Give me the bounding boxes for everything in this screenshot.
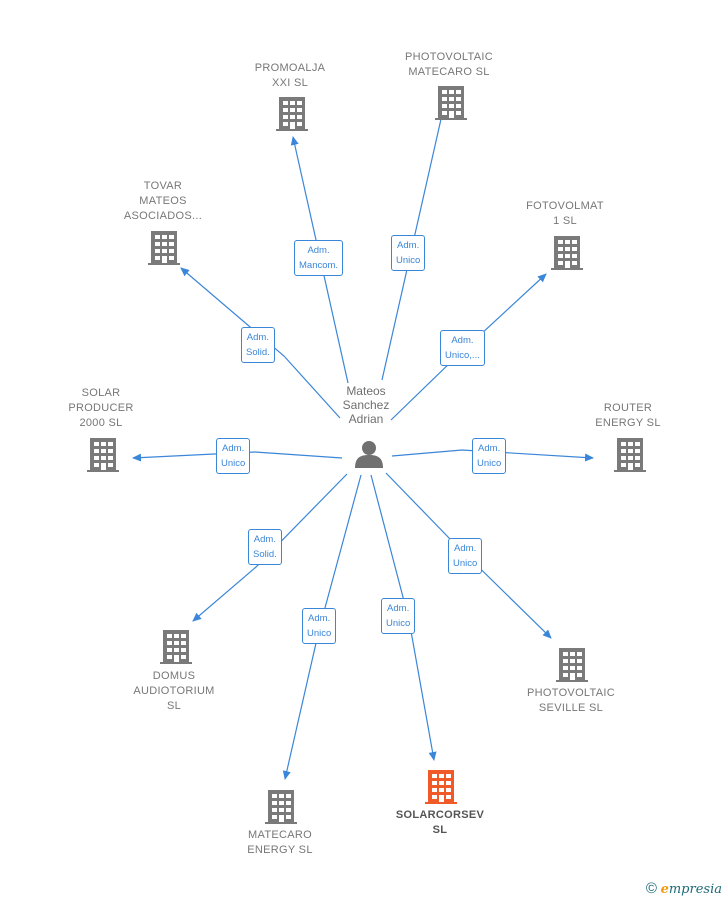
building-icon[interactable]: [276, 97, 308, 131]
company-name-fotovolmat[interactable]: FOTOVOLMAT 1 SL: [526, 200, 604, 227]
edge-domus: [192, 473, 348, 622]
role-badge-matecaro-energy: Adm. Unico: [302, 608, 337, 644]
role-badge-photovoltaic-matecaro: Adm. Unico: [391, 235, 426, 271]
company-name-domus[interactable]: DOMUS AUDIOTORIUM SL: [133, 670, 215, 712]
building-icon[interactable]: [556, 648, 588, 682]
edge-router-energy: [391, 449, 594, 462]
edge-tovar: [180, 267, 341, 419]
company-name-solar-producer[interactable]: SOLAR PRODUCER 2000 SL: [68, 387, 134, 429]
edge-solar-producer: [132, 451, 343, 462]
building-icon[interactable]: [148, 231, 180, 265]
company-name-solarcorsev[interactable]: SOLARCORSEV SL: [395, 809, 485, 836]
role-badge-fotovolmat: Adm. Unico,...: [440, 330, 485, 366]
role-badge-solarcorsev: Adm. Unico: [381, 598, 416, 634]
building-icon[interactable]: [614, 438, 646, 472]
company-name-photovoltaic-matecaro[interactable]: PHOTOVOLTAIC MATECARO SL: [405, 51, 493, 78]
company-name-photovoltaic-seville[interactable]: PHOTOVOLTAIC SEVILLE SL: [527, 687, 615, 714]
brand-text: mpresia: [668, 882, 722, 897]
company-name-matecaro-energy[interactable]: MATECARO ENERGY SL: [247, 829, 313, 856]
building-icon[interactable]: [87, 438, 119, 472]
copyright-icon: ©: [645, 880, 657, 897]
role-badge-photovoltaic-seville: Adm. Unico: [448, 538, 483, 574]
role-badge-solar-producer: Adm. Unico: [216, 438, 251, 474]
role-badge-domus: Adm. Solid.: [248, 529, 282, 565]
person-icon: [355, 441, 383, 468]
brand-logo[interactable]: © empresia: [646, 880, 722, 897]
building-icon[interactable]: [551, 236, 583, 270]
building-icon[interactable]: [265, 790, 297, 824]
person-name[interactable]: Mateos Sanchez Adrian: [342, 384, 390, 426]
brand-e: e: [660, 882, 669, 897]
role-badge-router-energy: Adm. Unico: [472, 438, 507, 474]
role-badge-tovar: Adm. Solid.: [241, 327, 275, 363]
company-name-promoalja[interactable]: PROMOALJA XXI SL: [254, 62, 326, 89]
company-name-tovar[interactable]: TOVAR MATEOS ASOCIADOS...: [123, 180, 203, 222]
building-icon[interactable]: [160, 630, 192, 664]
company-name-router-energy[interactable]: ROUTER ENERGY SL: [595, 402, 661, 429]
building-icon[interactable]: [425, 770, 457, 804]
building-icon[interactable]: [435, 86, 467, 120]
role-badge-promoalja: Adm. Mancom.: [294, 240, 344, 276]
